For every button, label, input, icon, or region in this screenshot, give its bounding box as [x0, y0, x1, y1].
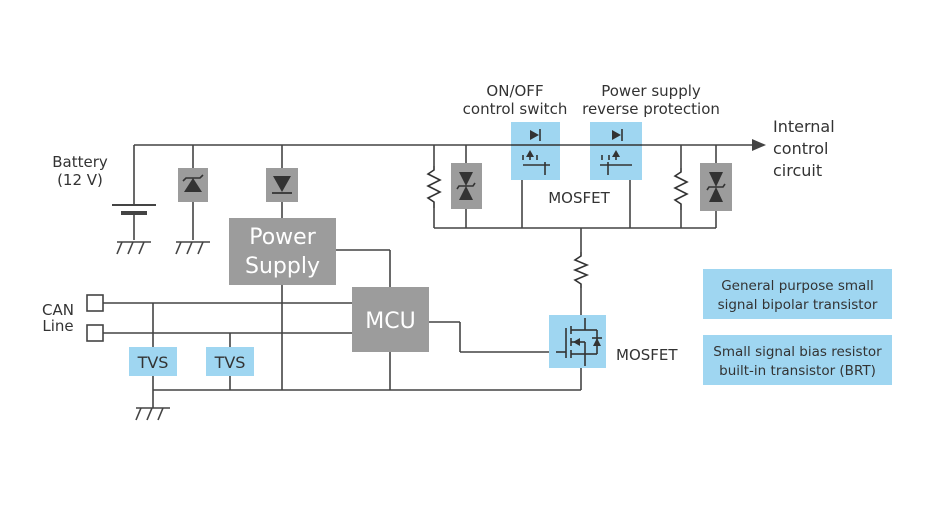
battery-symbol [112, 204, 156, 215]
tvs-1: TVS [129, 347, 177, 376]
diode-power-supply [266, 168, 298, 202]
mcu-block: MCU [352, 287, 429, 352]
mcu-label: MCU [365, 309, 415, 334]
can-label-2: Line [42, 317, 73, 335]
power-supply-label-1: Power [249, 225, 316, 250]
bidirectional-zener-left [451, 163, 482, 209]
can-label-1: CAN [42, 301, 74, 319]
battery-label-1: Battery [52, 153, 108, 171]
resistor-left [426, 166, 442, 208]
resistor-gate [572, 252, 590, 288]
tvs-2: TVS [206, 347, 254, 376]
ground-icon-battery [116, 241, 151, 255]
mosfet-onoff-switch [511, 122, 560, 180]
mosfet-bottom-label: MOSFET [616, 346, 678, 364]
legend-general-line1: General purpose small [721, 278, 874, 294]
mosfet-reverse-protection [590, 122, 642, 180]
internal-label-1: Internal [773, 117, 835, 136]
reverse-label-2: reverse protection [582, 100, 720, 118]
internal-label-2: control [773, 139, 828, 158]
onoff-label-2: control switch [463, 100, 568, 118]
legend-brt: Small signal bias resistor built-in tran… [703, 335, 892, 385]
mosfet-top-label: MOSFET [548, 189, 610, 207]
onoff-label-1: ON/OFF [486, 82, 543, 100]
mosfet-lower [549, 315, 606, 368]
bidirectional-zener-right [700, 163, 732, 211]
tvs-2-label: TVS [214, 353, 246, 372]
resistor-right [673, 168, 689, 210]
legend-brt-line1: Small signal bias resistor [713, 344, 882, 360]
power-supply-block: Power Supply [229, 218, 336, 285]
can-high-terminal [86, 294, 104, 312]
ground-icon-can [135, 407, 170, 421]
battery-label-2: (12 V) [57, 171, 103, 189]
output-arrow-icon [752, 139, 766, 151]
reverse-label-1: Power supply [601, 82, 701, 100]
can-low-terminal [86, 324, 104, 342]
ground-icon-zener [175, 241, 210, 255]
legend-brt-line2: built-in transistor (BRT) [719, 363, 876, 379]
legend-general-line2: signal bipolar transistor [718, 297, 878, 313]
tvs-1-label: TVS [137, 353, 169, 372]
power-supply-label-2: Supply [245, 254, 320, 279]
internal-label-3: circuit [773, 161, 822, 180]
zener-diode-input [178, 168, 208, 202]
legend-general-purpose: General purpose small signal bipolar tra… [703, 269, 892, 319]
